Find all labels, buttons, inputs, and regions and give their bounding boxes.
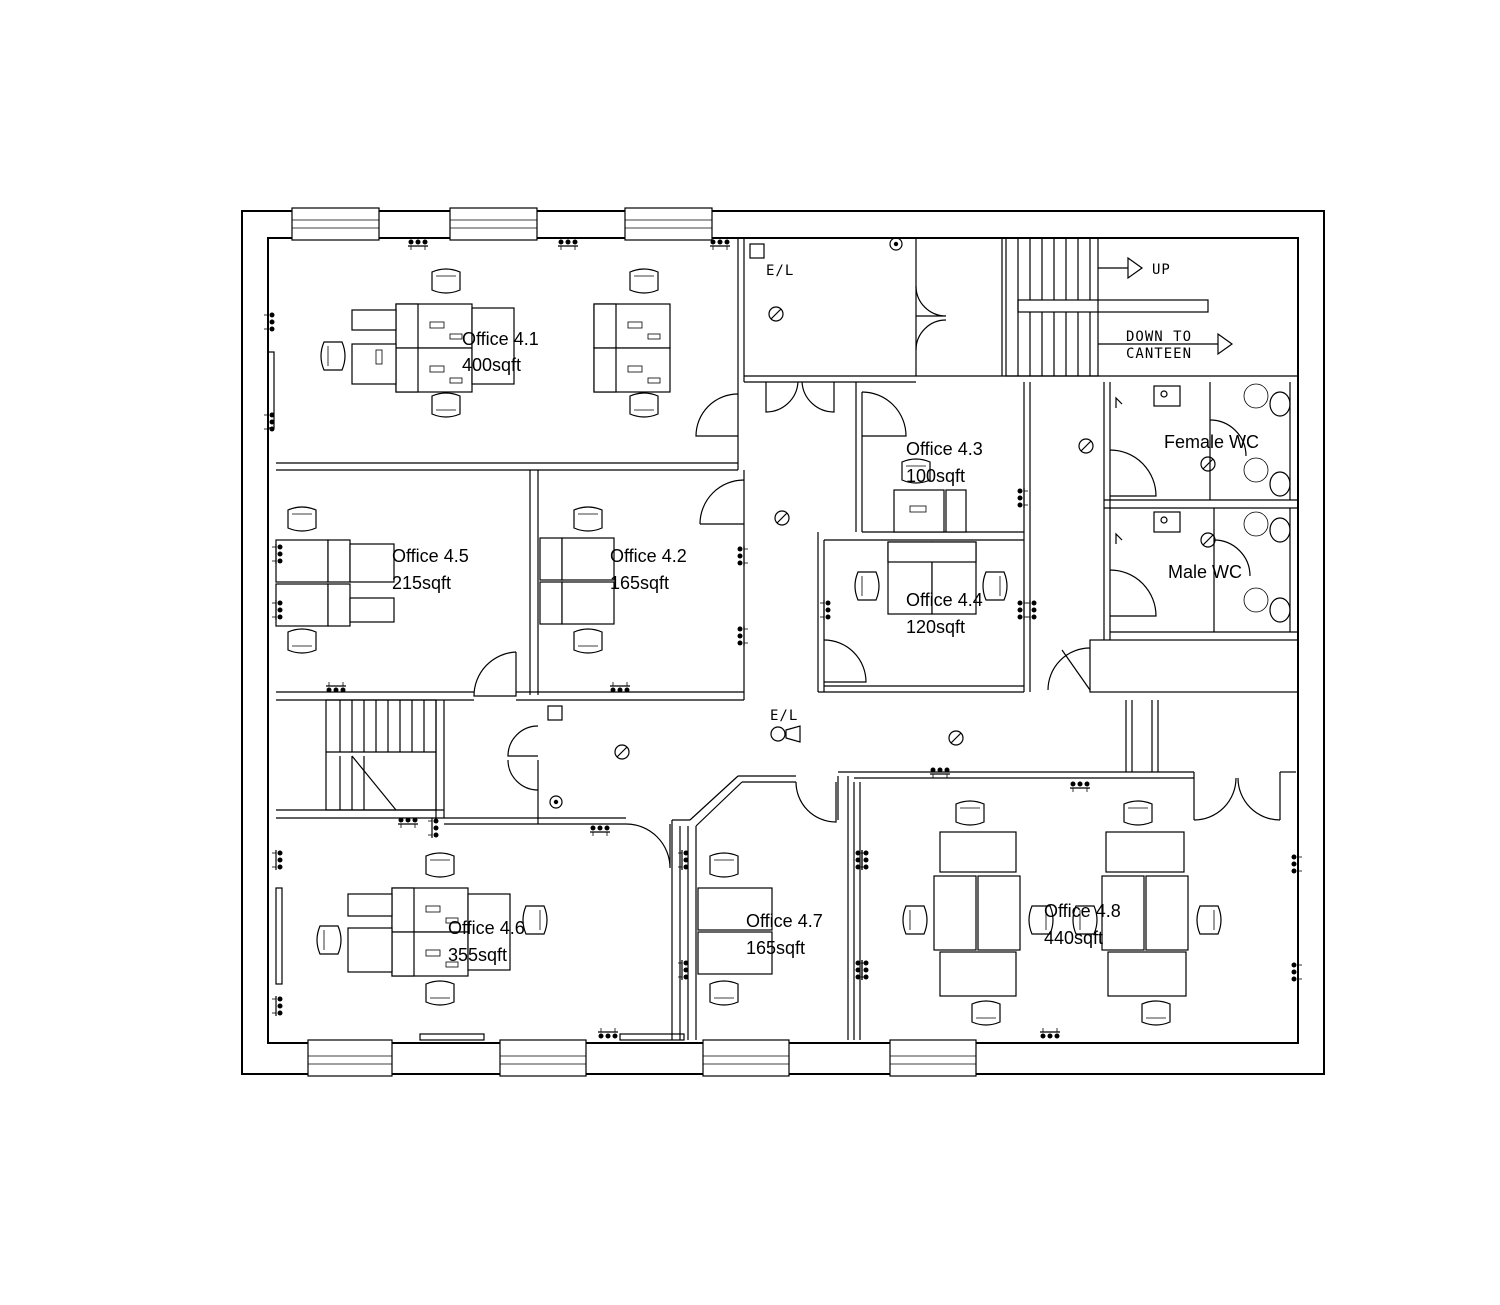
- office-4-6-area: 355sqft: [448, 945, 507, 965]
- office-4-8-area: 440sqft: [1044, 928, 1103, 948]
- sink-icon: [1153, 385, 1181, 533]
- office-4-2-name: Office 4.2: [610, 546, 687, 566]
- office-4-1-area: 400sqft: [462, 355, 521, 375]
- office-4-1-name: Office 4.1: [462, 329, 539, 349]
- emergency-light-label-2: E/L: [770, 708, 798, 724]
- emergency-light-icon: [547, 243, 765, 721]
- male-wc-label: Male WC: [1168, 562, 1242, 582]
- ceiling-light-icon: [614, 306, 1216, 760]
- stair-bottom: [325, 699, 437, 811]
- emergency-light-label-1: E/L: [766, 263, 794, 279]
- office-4-5-area: 215sqft: [392, 573, 451, 593]
- office-4-3-area: 100sqft: [906, 466, 965, 486]
- office-4-7-area: 165sqft: [746, 938, 805, 958]
- room-labels: Office 4.1 400sqft Office 4.2 165sqft Of…: [392, 262, 1259, 965]
- office-4-5-name: Office 4.5: [392, 546, 469, 566]
- office-4-2-area: 165sqft: [610, 573, 669, 593]
- office-4-4-name: Office 4.4: [906, 590, 983, 610]
- office-4-8-name: Office 4.8: [1044, 901, 1121, 921]
- office-4-3-name: Office 4.3: [906, 439, 983, 459]
- female-wc-label: Female WC: [1164, 432, 1259, 452]
- stair-up-label: UP: [1152, 262, 1171, 278]
- desk-icon: [275, 303, 1189, 997]
- stair-down-label-2: CANTEEN: [1126, 346, 1192, 362]
- office-4-4-area: 120sqft: [906, 617, 965, 637]
- fixture-marker: [1115, 396, 1123, 544]
- window-icon: [267, 207, 977, 1077]
- stair-down-label-1: DOWN TO: [1126, 329, 1192, 345]
- stair-top: [1005, 237, 1234, 377]
- speaker-icon: [770, 725, 801, 743]
- door-swing-icon: [473, 285, 1281, 869]
- office-4-6-name: Office 4.6: [448, 918, 525, 938]
- office-4-7-name: Office 4.7: [746, 911, 823, 931]
- toilet-icon: [1243, 383, 1291, 623]
